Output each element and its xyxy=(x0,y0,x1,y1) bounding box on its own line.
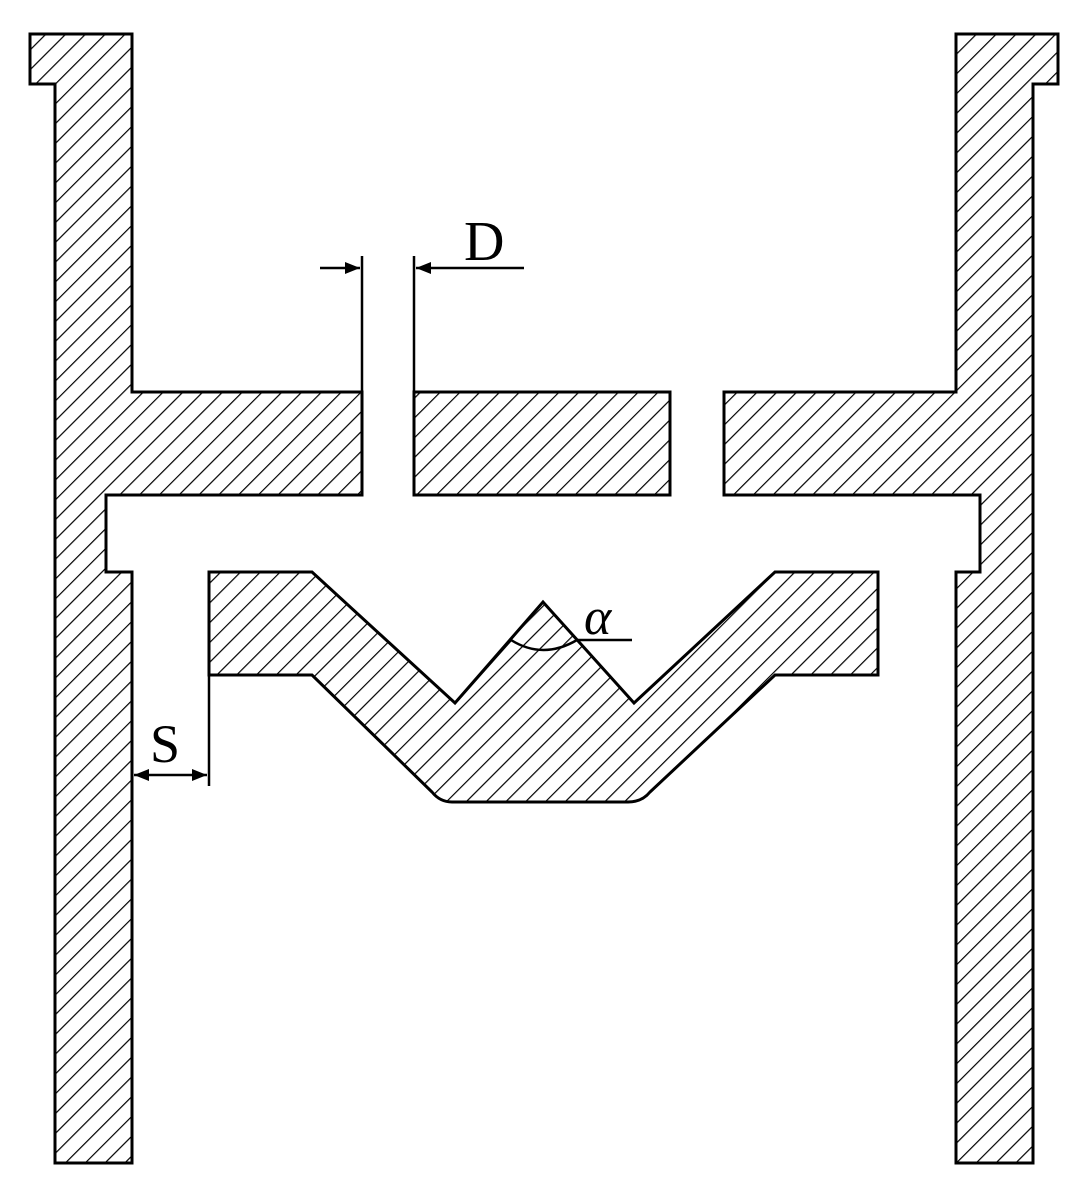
left-wall xyxy=(28,32,364,1165)
s-label: S xyxy=(150,714,180,774)
d-label: D xyxy=(464,211,504,273)
v-block xyxy=(207,570,880,804)
v-notch-edge xyxy=(454,639,512,704)
right-wall xyxy=(722,32,1060,1165)
alpha-arc xyxy=(510,638,578,652)
alpha-label: α xyxy=(584,589,613,646)
center-plate xyxy=(412,390,672,497)
